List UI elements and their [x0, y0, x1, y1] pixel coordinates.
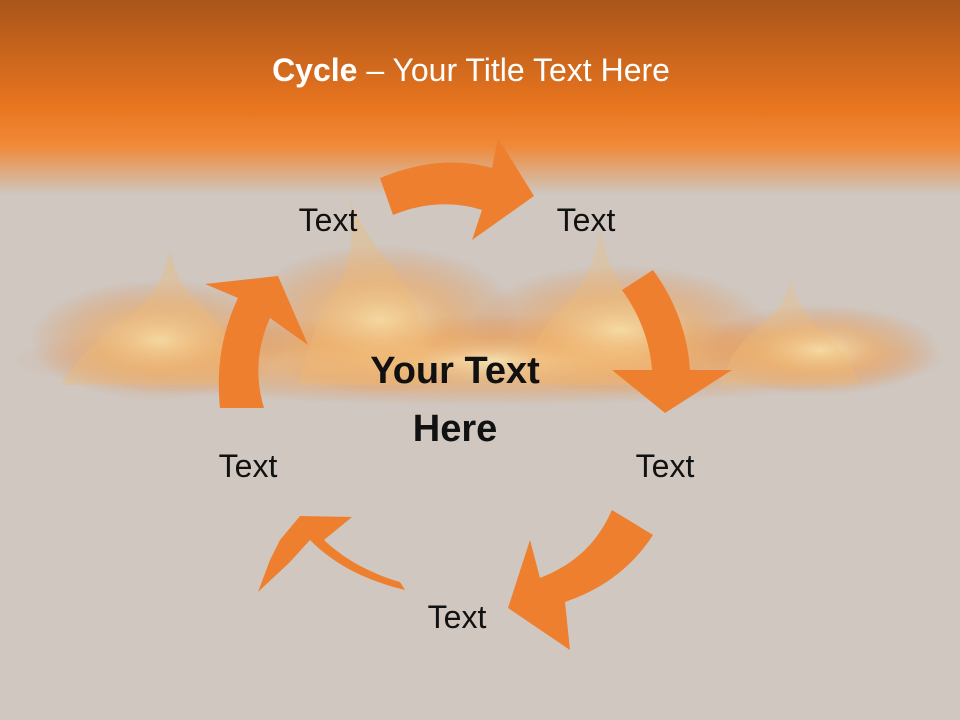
- cycle-arrow-4: [258, 516, 405, 592]
- title-bold: Cycle: [272, 52, 358, 88]
- center-text: Your Text Here: [335, 342, 575, 458]
- cycle-node-3: Text: [635, 448, 695, 484]
- flame-decoration: [10, 200, 950, 405]
- cycle-arrow-2: [612, 270, 732, 413]
- center-text-line-1: Your Text: [370, 350, 540, 392]
- cycle-node-4: Text: [427, 599, 487, 635]
- cycle-node-1: Text: [298, 202, 358, 238]
- cycle-arrow-1: [380, 138, 534, 240]
- title-text: Your Title Text Here: [392, 52, 670, 88]
- cycle-node-5: Text: [218, 448, 278, 484]
- center-text-line-2: Here: [412, 408, 498, 450]
- title-separator: –: [357, 52, 393, 88]
- cycle-node-2: Text: [556, 202, 616, 238]
- slide-title: Cycle – Your Title Text Here: [0, 52, 942, 89]
- cycle-arrow-5: [205, 276, 308, 408]
- cycle-arrow-3: [508, 510, 653, 650]
